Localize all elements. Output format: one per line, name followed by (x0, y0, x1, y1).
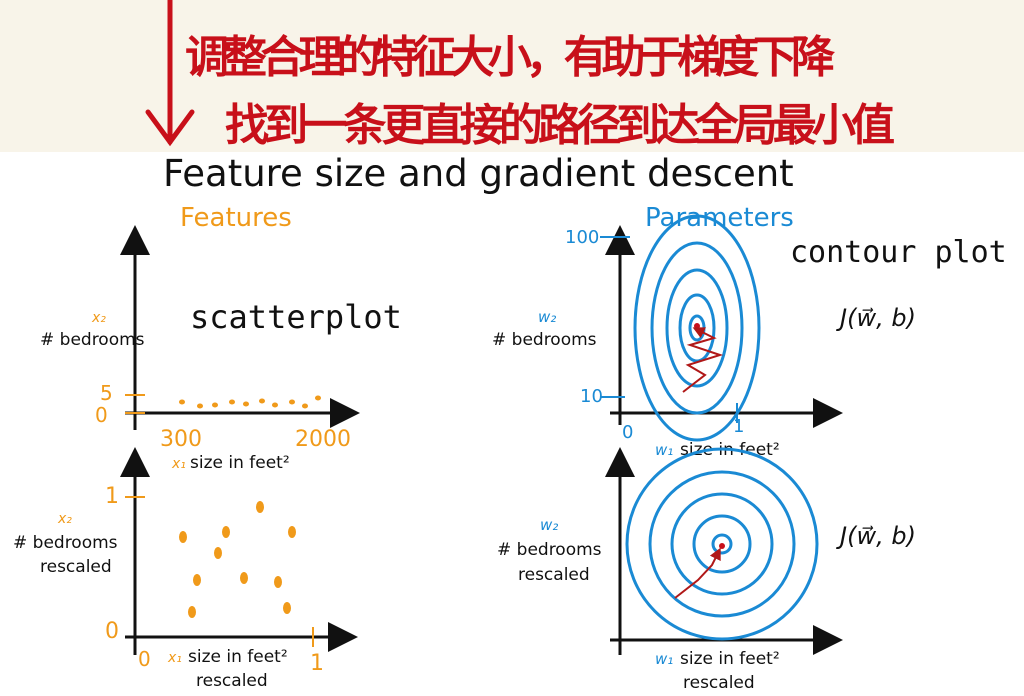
x-axis-label: size in feet² (680, 649, 780, 669)
y-axis-label: # bedrooms (13, 533, 118, 553)
descent-path (674, 547, 721, 599)
y-var-label: w₂ (538, 308, 556, 326)
scatter-point (179, 531, 187, 543)
scatter-point (288, 526, 296, 538)
y-var-label: x₂ (91, 310, 106, 326)
scatter-point (197, 403, 203, 409)
scatterplot-note: scatterplot (190, 298, 402, 336)
y-axis-label: # bedrooms (497, 540, 602, 560)
y-tick-0: 0 (105, 619, 119, 644)
scatter-point (274, 576, 282, 588)
features-bottom-plot: x₂ # bedrooms rescaled 1 0 0 1 x₁ size i… (13, 447, 358, 691)
y-tick-0: 0 (95, 403, 108, 427)
features-top-plot: x₂ # bedrooms 5 0 300 2000 x₁ size in fe… (40, 225, 402, 473)
y-axis-label-2: rescaled (518, 565, 590, 585)
x-tick-1: 1 (733, 416, 744, 437)
x-tick-0: 0 (138, 647, 151, 671)
x-axis-label-2: rescaled (196, 671, 268, 691)
y-var-label: w₂ (540, 516, 558, 534)
x-tick-0: 0 (622, 422, 633, 443)
y-tick-100: 100 (565, 227, 599, 248)
scatter-point (272, 402, 278, 408)
y-tick-1: 1 (105, 484, 119, 509)
scatter-point (193, 574, 201, 586)
x-axis-label-2: rescaled (683, 673, 755, 693)
scatter-point (179, 399, 185, 405)
x-tick-1: 1 (310, 651, 324, 676)
descent-path (682, 327, 724, 393)
params-bottom-plot: w₂ # bedrooms rescaled w₁ size in feet² … (497, 447, 916, 693)
y-axis-label-2: rescaled (40, 557, 112, 577)
cost-function-label: J(w⃗, b) (836, 304, 916, 332)
scatter-point (315, 395, 321, 401)
annotation-arrow-icon (145, 0, 195, 147)
contour-plot-note: contour plot (790, 235, 1007, 270)
scatter-point (259, 398, 265, 404)
scatter-point (283, 602, 291, 614)
annotation-line-2: 找到一条更直接的路径到达全局最小值 (225, 100, 895, 151)
y-axis-label: # bedrooms (492, 330, 597, 350)
scatter-point (222, 526, 230, 538)
y-var-label: x₂ (57, 511, 72, 527)
x-axis-label: size in feet² (190, 453, 290, 473)
y-tick-5: 5 (100, 381, 113, 405)
x-var-label: x₁ (171, 456, 186, 472)
x-var-label: w₁ (655, 650, 673, 668)
x-var-label: x₁ (167, 650, 182, 666)
scatter-point (212, 402, 218, 408)
scatter-point (243, 401, 249, 407)
scatter-point (302, 403, 308, 409)
x-tick-2000: 2000 (295, 427, 351, 452)
slide-background (0, 152, 1024, 696)
params-top-plot: 100 10 0 1 w₂ # bedrooms w₁ size in feet… (492, 214, 1007, 460)
x-tick-300: 300 (160, 427, 202, 452)
x-var-label: w₁ (655, 441, 673, 459)
scatter-point (229, 399, 235, 405)
x-axis-label: size in feet² (188, 647, 288, 667)
scatter-point (188, 606, 196, 618)
y-axis-label: # bedrooms (40, 330, 145, 350)
scatter-point (256, 501, 264, 513)
annotation-line-1: 调整合理的特征大小，有助于梯度下降 (185, 32, 835, 83)
features-heading: Features (180, 203, 292, 233)
y-tick-10: 10 (580, 386, 603, 407)
slide-title: Feature size and gradient descent (163, 152, 794, 195)
scatter-point (214, 547, 222, 559)
scatter-point (289, 399, 295, 405)
cost-function-label: J(w⃗, b) (836, 522, 916, 550)
scatter-point (240, 572, 248, 584)
